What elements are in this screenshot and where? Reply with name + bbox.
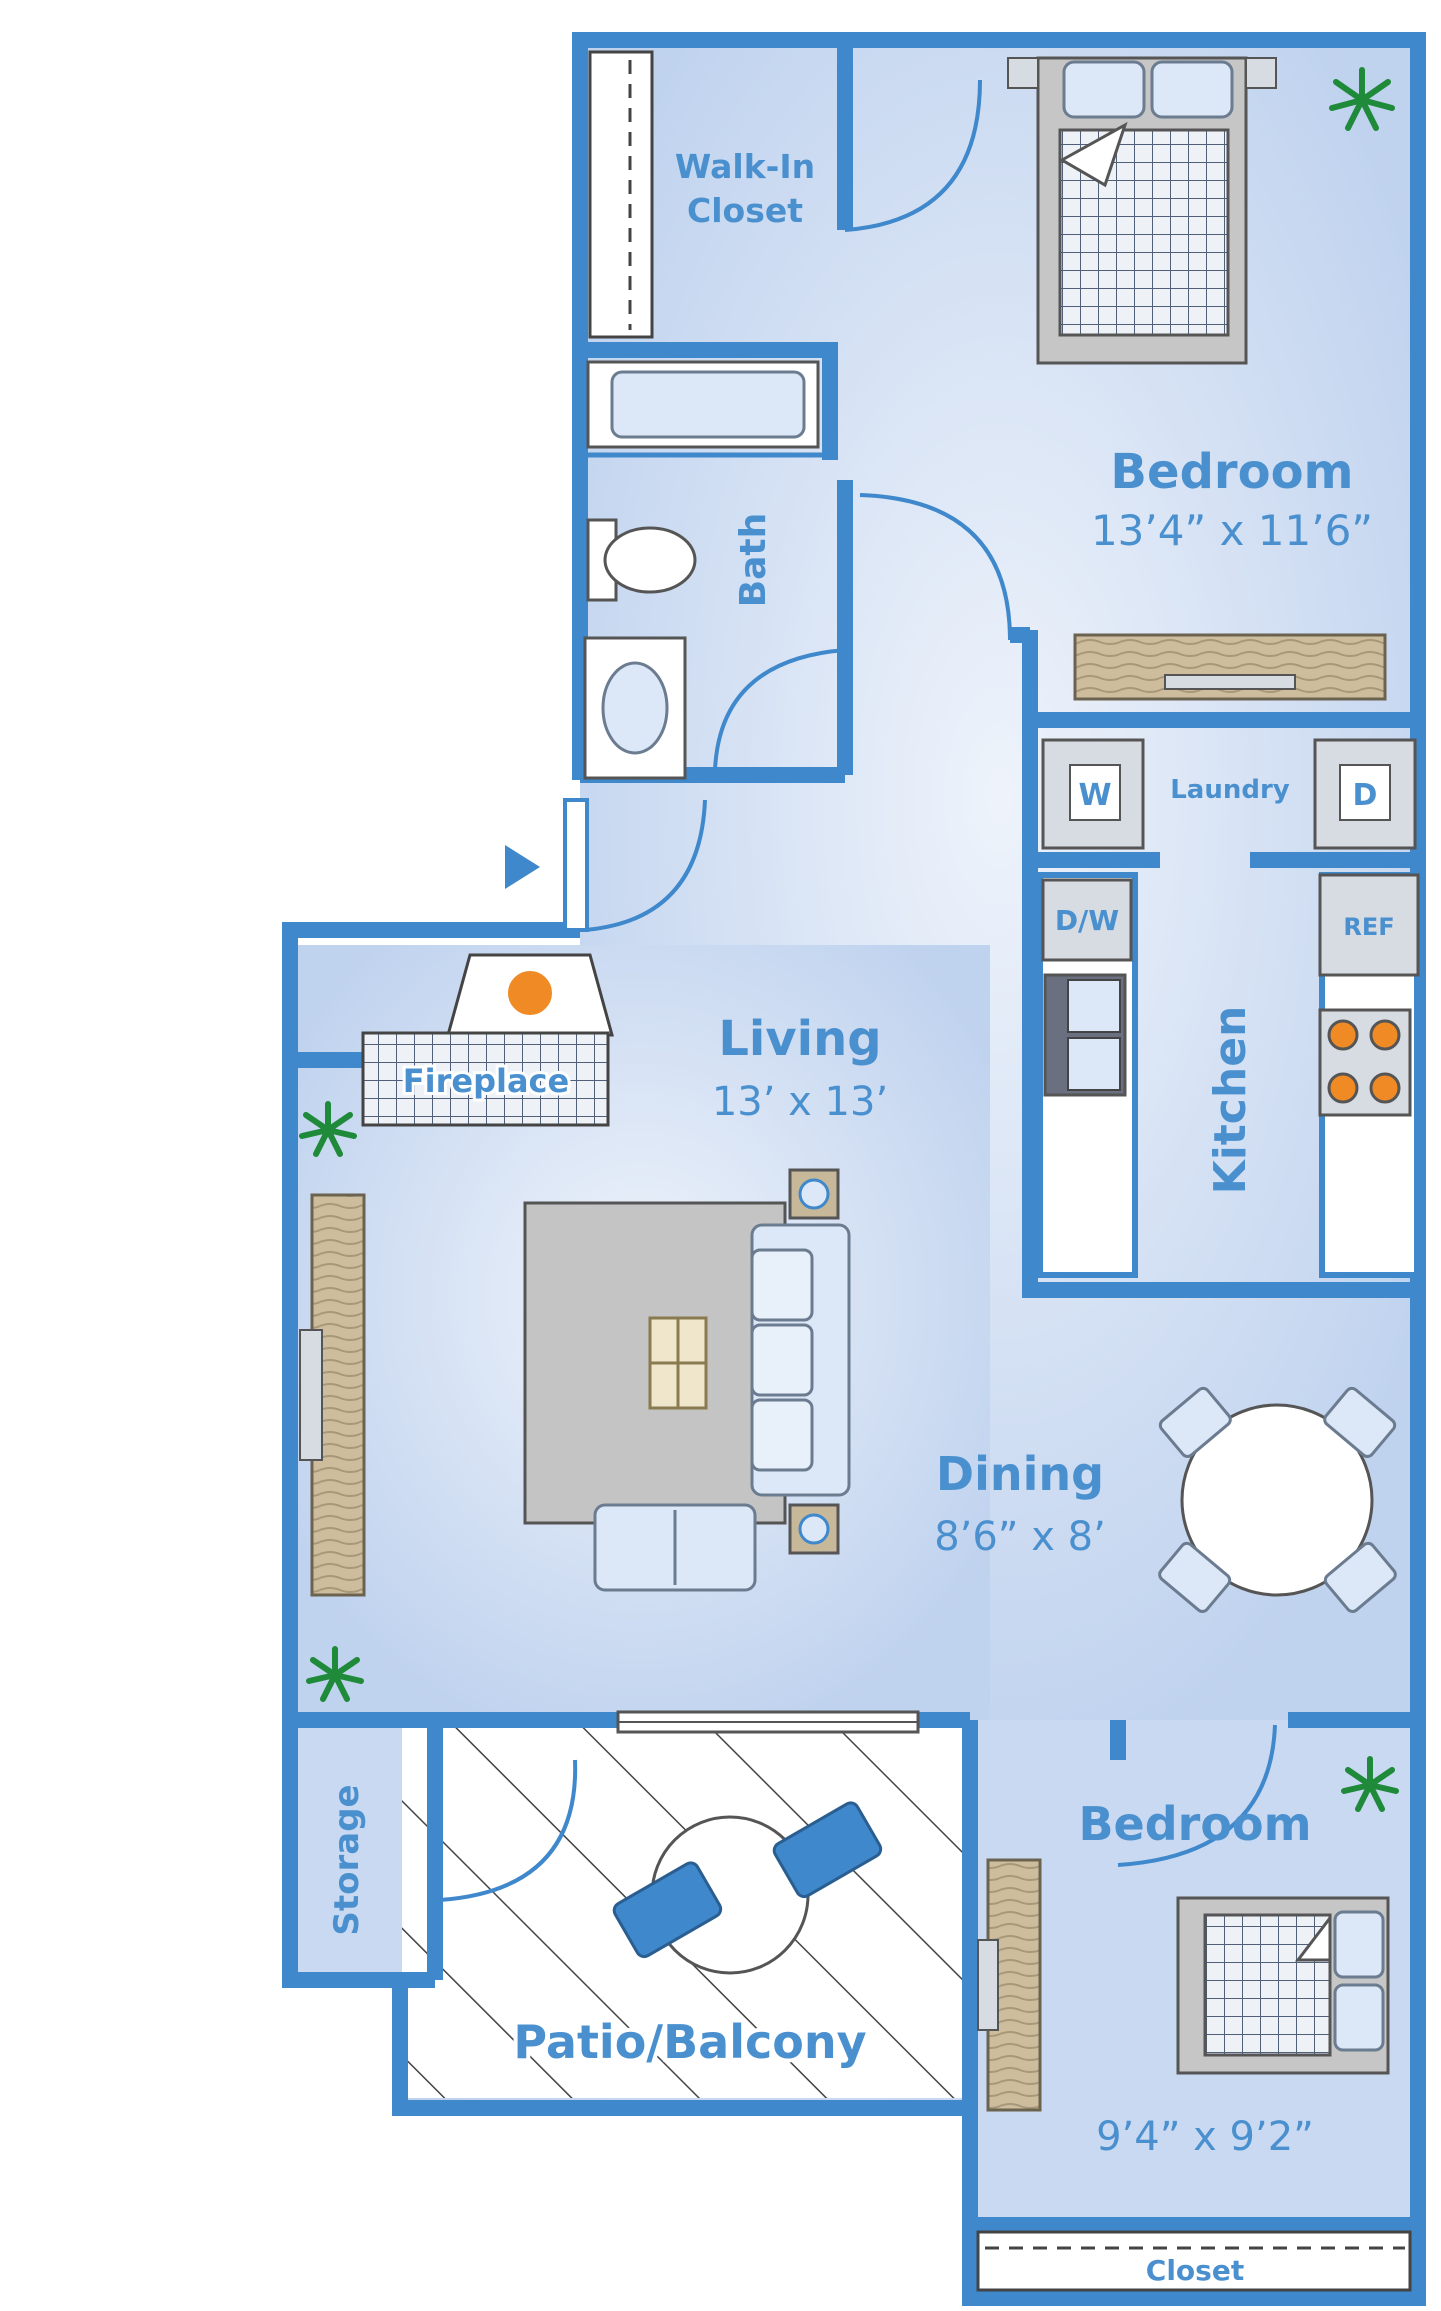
second-bedroom-desk [977, 1858, 1042, 2112]
storage-label: Storage [327, 1784, 367, 1935]
living-dimensions: 13’ x 13’ [712, 1079, 888, 1125]
refrigerator-label: REF [1343, 913, 1394, 941]
fireplace-flame-icon [504, 967, 556, 1019]
walk-in-closet-label-1: Walk-In [675, 147, 815, 186]
entry-arrow-icon [505, 845, 540, 889]
plant-icon [1329, 67, 1395, 131]
sofa [750, 1223, 851, 1497]
second-bed [1176, 1896, 1390, 2075]
end-tables [788, 1168, 840, 1555]
refrigerator [1318, 873, 1420, 977]
loveseat [593, 1503, 757, 1592]
dining-dimensions: 8’6” x 8’ [934, 1514, 1106, 1560]
fireplace-label: Fireplace [403, 1062, 569, 1100]
plant-icon [299, 1101, 357, 1157]
bathroom-sink [583, 636, 687, 780]
dining-label: Dining [936, 1447, 1104, 1501]
bath-label: Bath [733, 513, 774, 608]
master-bedroom-dimensions: 13’4” x 11’6” [1091, 506, 1373, 555]
dryer-label: D [1353, 778, 1378, 813]
walk-in-closet-label-2: Closet [687, 191, 803, 230]
toilet [586, 518, 697, 602]
closet-label: Closet [1146, 2254, 1244, 2287]
dishwasher-label: D/W [1055, 904, 1119, 937]
plant-icon [1341, 1756, 1399, 1812]
washer-label: W [1078, 778, 1111, 813]
kitchen-label: Kitchen [1205, 1006, 1256, 1195]
master-bedroom-label: Bedroom [1110, 444, 1353, 500]
patio-table-set [612, 1801, 883, 1975]
living-rug [523, 1201, 787, 1525]
walk-in-closet-shelf [588, 50, 654, 339]
tv-console [299, 1193, 366, 1597]
washer [1041, 738, 1145, 850]
stove [1318, 1008, 1412, 1117]
living-label: Living [718, 1011, 881, 1067]
fireplace [361, 953, 614, 1127]
dishwasher [1041, 878, 1133, 962]
kitchen-sink [1043, 973, 1127, 1097]
laundry-label: Laundry [1170, 775, 1290, 805]
closet-shelf [976, 2230, 1412, 2292]
doors [439, 79, 1277, 1902]
bathtub [586, 360, 820, 449]
dining-table [1158, 1386, 1397, 1613]
plant-icon [306, 1646, 364, 1702]
master-dresser [1073, 633, 1387, 701]
second-bedroom-label: Bedroom [1078, 1797, 1311, 1851]
dryer [1313, 738, 1417, 850]
master-bed [1007, 56, 1277, 365]
patio-label: Patio/Balcony [513, 2015, 866, 2069]
second-bedroom-dimensions: 9’4” x 9’2” [1096, 2114, 1314, 2160]
